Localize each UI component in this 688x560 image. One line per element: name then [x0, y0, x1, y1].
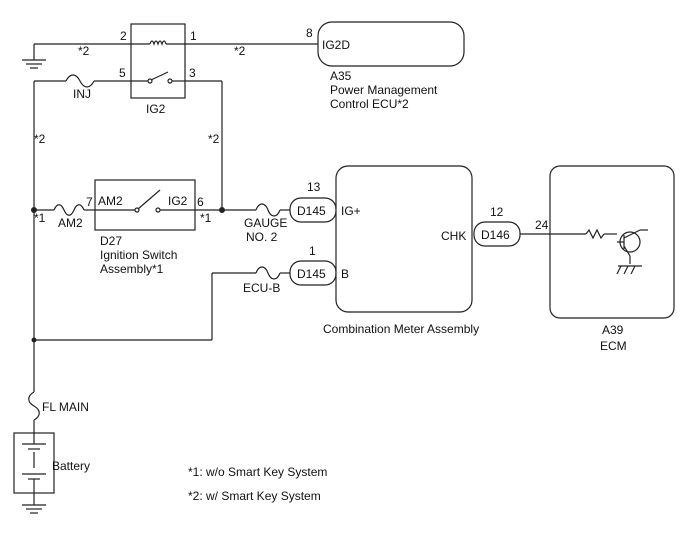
relay-name: IG2: [146, 102, 166, 116]
bottom-ground-symbol: [22, 493, 46, 514]
meter-terminal-b: B: [341, 267, 349, 281]
meter-terminal-chk: CHK: [441, 229, 466, 243]
wire-note-left: *2: [34, 132, 46, 146]
ecm-name: ECM: [600, 339, 627, 353]
ignition-name-line2: Assembly*1: [100, 262, 164, 276]
ecu-code: A35: [330, 69, 352, 83]
ecm-code: A39: [602, 323, 624, 337]
meter-pin-13: 13: [307, 180, 321, 194]
ignition-code: D27: [100, 234, 122, 248]
am2-fuse-symbol: [53, 204, 85, 216]
ignition-terminal-ig2: IG2: [168, 194, 188, 208]
wire-note-ecu: *2: [234, 44, 246, 58]
relay-pin-3: 3: [189, 66, 196, 80]
ignition-contact: [137, 189, 161, 210]
ecu-name-line1: Power Management: [330, 83, 438, 97]
ignition-terminal-am2: AM2: [98, 194, 123, 208]
connector-d145-ig-label: D145: [297, 204, 326, 218]
wire-note-ground: *2: [78, 44, 90, 58]
relay-pin-5: 5: [119, 66, 126, 80]
ecub-fuse-symbol: [255, 266, 281, 280]
am2-fuse-label: AM2: [58, 216, 83, 230]
junction-note-right: *1: [200, 211, 212, 225]
ecm-resistor: [585, 228, 605, 240]
ecu-pin-8: 8: [306, 26, 313, 40]
fl-main-fuse-symbol: [28, 391, 40, 421]
connector-d145-b-label: D145: [297, 267, 326, 281]
junction-right: [219, 207, 225, 213]
relay-coil: [149, 40, 167, 46]
junction-bottom: [31, 337, 37, 343]
meter-pin-12: 12: [490, 205, 504, 219]
ignition-name-line1: Ignition Switch: [100, 248, 177, 262]
meter-name: Combination Meter Assembly: [323, 322, 479, 336]
meter-pin-1: 1: [309, 244, 316, 258]
combination-meter-box: [335, 165, 473, 313]
ecm-ground-symbol: [616, 265, 642, 275]
inj-fuse-symbol: [65, 74, 95, 88]
relay-pin-1: 1: [190, 29, 197, 43]
ig2-relay: [130, 23, 186, 99]
ecu-name-line2: Control ECU*2: [330, 97, 409, 111]
power-management-ecu-box: [317, 21, 465, 67]
ignition-pin-6: 6: [197, 195, 204, 209]
ecub-fuse-label: ECU-B: [243, 281, 280, 295]
gauge-fuse-label-line2: NO. 2: [246, 230, 278, 244]
ecm-box: [549, 165, 675, 319]
ecm-pin-24: 24: [535, 218, 549, 232]
note-1: *1: w/o Smart Key System: [188, 465, 327, 479]
ignition-pin-7: 7: [86, 195, 93, 209]
ignition-switch: [94, 179, 196, 231]
note-2: *2: w/ Smart Key System: [188, 489, 321, 503]
relay-contact: [150, 71, 169, 81]
inj-fuse-label: INJ: [73, 87, 91, 101]
battery-symbol: [13, 432, 55, 494]
junction-note-left: *1: [34, 211, 46, 225]
meter-terminal-ig: IG+: [341, 204, 361, 218]
fl-main-label: FL MAIN: [42, 400, 89, 414]
battery-label: Battery: [52, 459, 90, 473]
gauge-fuse-symbol: [255, 203, 281, 217]
connector-d146-label: D146: [481, 228, 510, 242]
top-ground-symbol: [22, 44, 46, 69]
relay-pin-2: 2: [120, 29, 127, 43]
wire-note-right: *2: [208, 132, 220, 146]
ecu-terminal-ig2d: IG2D: [322, 38, 350, 52]
gauge-fuse-label-line1: GAUGE: [244, 216, 287, 230]
